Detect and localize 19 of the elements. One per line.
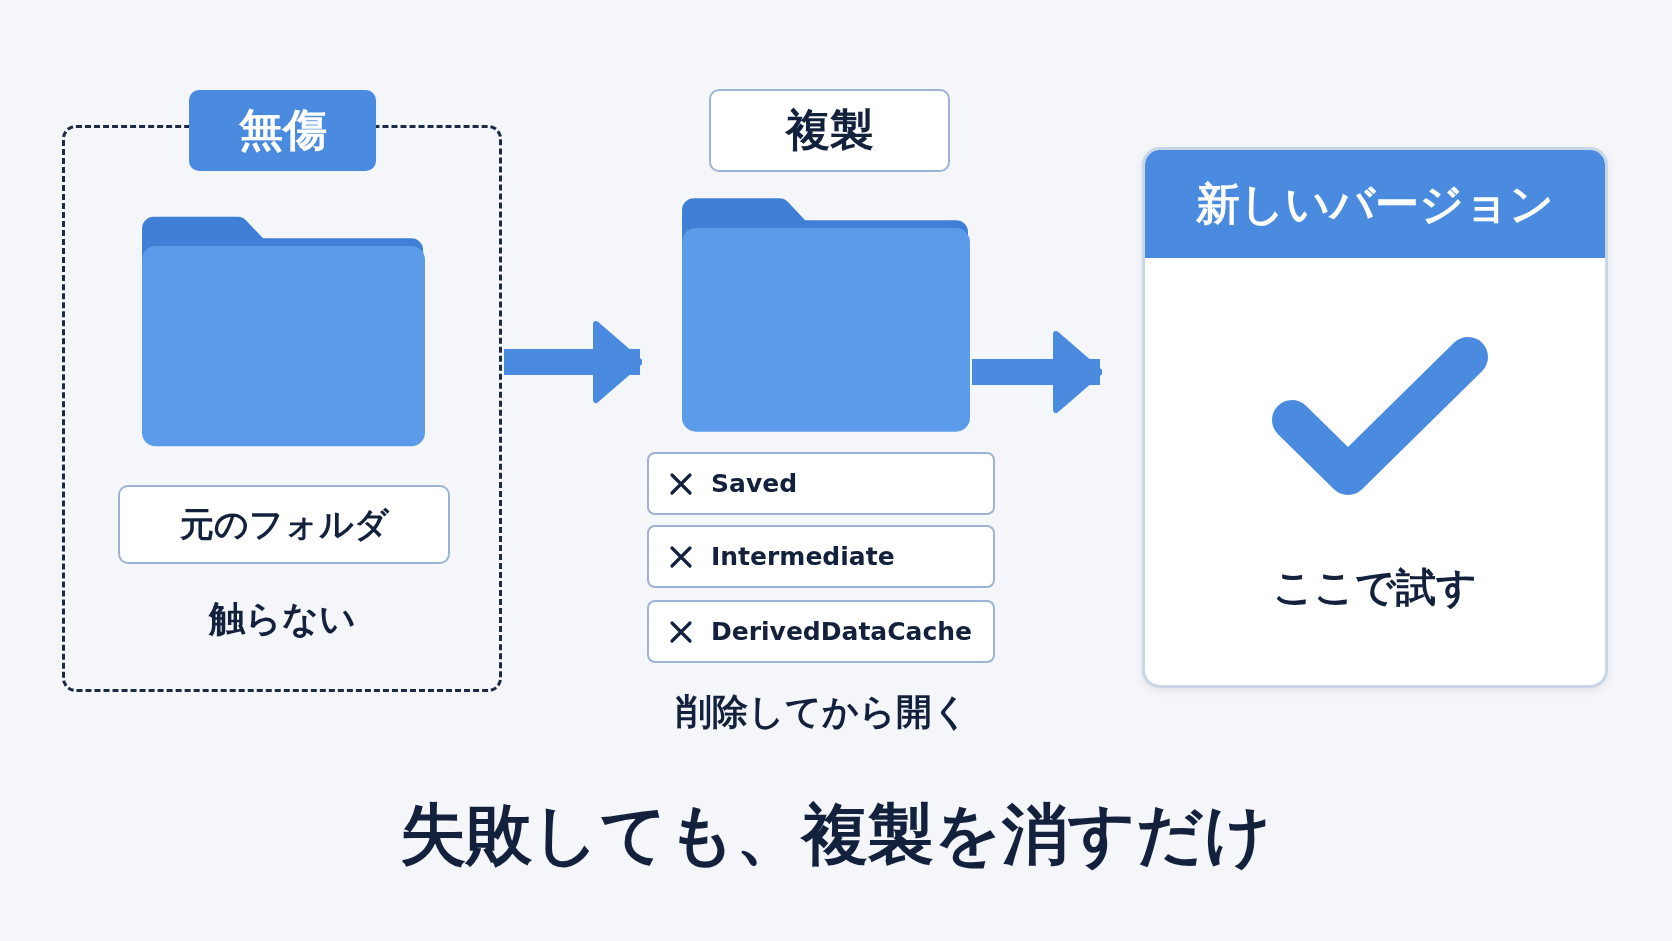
card-header: 新しいバージョン (1145, 150, 1605, 258)
card-body-text: ここで試す (1272, 563, 1478, 612)
arrow (504, 321, 643, 403)
version-card (1142, 147, 1608, 688)
list-item-box (647, 600, 995, 663)
folder-icon (682, 198, 970, 432)
caption-text: 失敗しても、複製を消すだけ (399, 795, 1273, 875)
arrow (972, 331, 1103, 413)
item-text: DerivedDataCache (711, 617, 972, 646)
heading-badge: 無傷 (189, 90, 376, 171)
dashed-group-box (62, 90, 502, 692)
item-text: Intermediate (711, 542, 895, 571)
item-text: Saved (711, 469, 798, 498)
list-item-box (647, 452, 995, 515)
label-box: 複製 (709, 89, 950, 172)
list-item-box (647, 525, 995, 588)
label-box: 元のフォルダ (118, 485, 450, 564)
caption-text: 触らない (207, 597, 357, 641)
note-text: 削除してから開く (674, 690, 970, 734)
